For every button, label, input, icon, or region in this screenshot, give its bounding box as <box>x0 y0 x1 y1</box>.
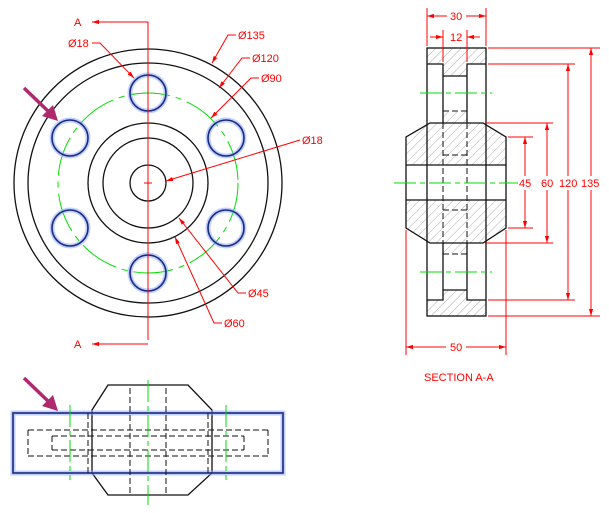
dim-hub-outer-dia[interactable]: Ø60 <box>224 318 245 330</box>
dim-web-12[interactable]: 12 <box>450 32 462 44</box>
section-label-bottom: A <box>74 339 82 351</box>
dim-bore-dia[interactable]: Ø18 <box>302 135 323 147</box>
dim-hub-width-50[interactable]: 50 <box>450 342 462 354</box>
section-outline[interactable] <box>426 47 487 317</box>
front-view: A A Ø18 Ø135 Ø120 Ø90 Ø18 Ø45 Ø60 <box>13 17 323 351</box>
dim-45[interactable]: 45 <box>519 178 531 190</box>
top-view <box>10 376 286 505</box>
bolt-hole[interactable] <box>49 117 91 159</box>
dim-135[interactable]: 135 <box>581 178 599 190</box>
dim-hole-dia[interactable]: Ø18 <box>68 38 89 50</box>
dim-rim-dia[interactable]: Ø120 <box>252 53 279 65</box>
dim-outer-dia[interactable]: Ø135 <box>238 30 265 42</box>
bolt-hole[interactable] <box>205 207 247 249</box>
hub-outline[interactable] <box>405 122 507 244</box>
bolt-hole[interactable] <box>49 207 91 249</box>
dim-hub-inner-dia[interactable]: Ø45 <box>248 288 269 300</box>
section-title: SECTION A-A <box>424 372 494 384</box>
dimension-leaders: Ø18 Ø135 Ø120 Ø90 Ø18 Ø45 Ø60 <box>68 30 323 330</box>
dim-bolt-circle-dia[interactable]: Ø90 <box>261 73 282 85</box>
bolt-holes <box>49 72 247 294</box>
pointer-arrow-icon <box>22 86 58 121</box>
dim-60[interactable]: 60 <box>541 178 553 190</box>
pointer-arrow-icon <box>22 376 58 411</box>
dim-width-30[interactable]: 30 <box>450 11 462 23</box>
hub-top-outline[interactable] <box>91 384 213 496</box>
section-view: 30 12 45 60 120 135 50 SECTION A-A <box>394 8 600 384</box>
bolt-hole[interactable] <box>205 117 247 159</box>
dim-120[interactable]: 120 <box>559 178 577 190</box>
rim-top-outline[interactable] <box>12 412 284 474</box>
section-label-top: A <box>74 17 82 29</box>
